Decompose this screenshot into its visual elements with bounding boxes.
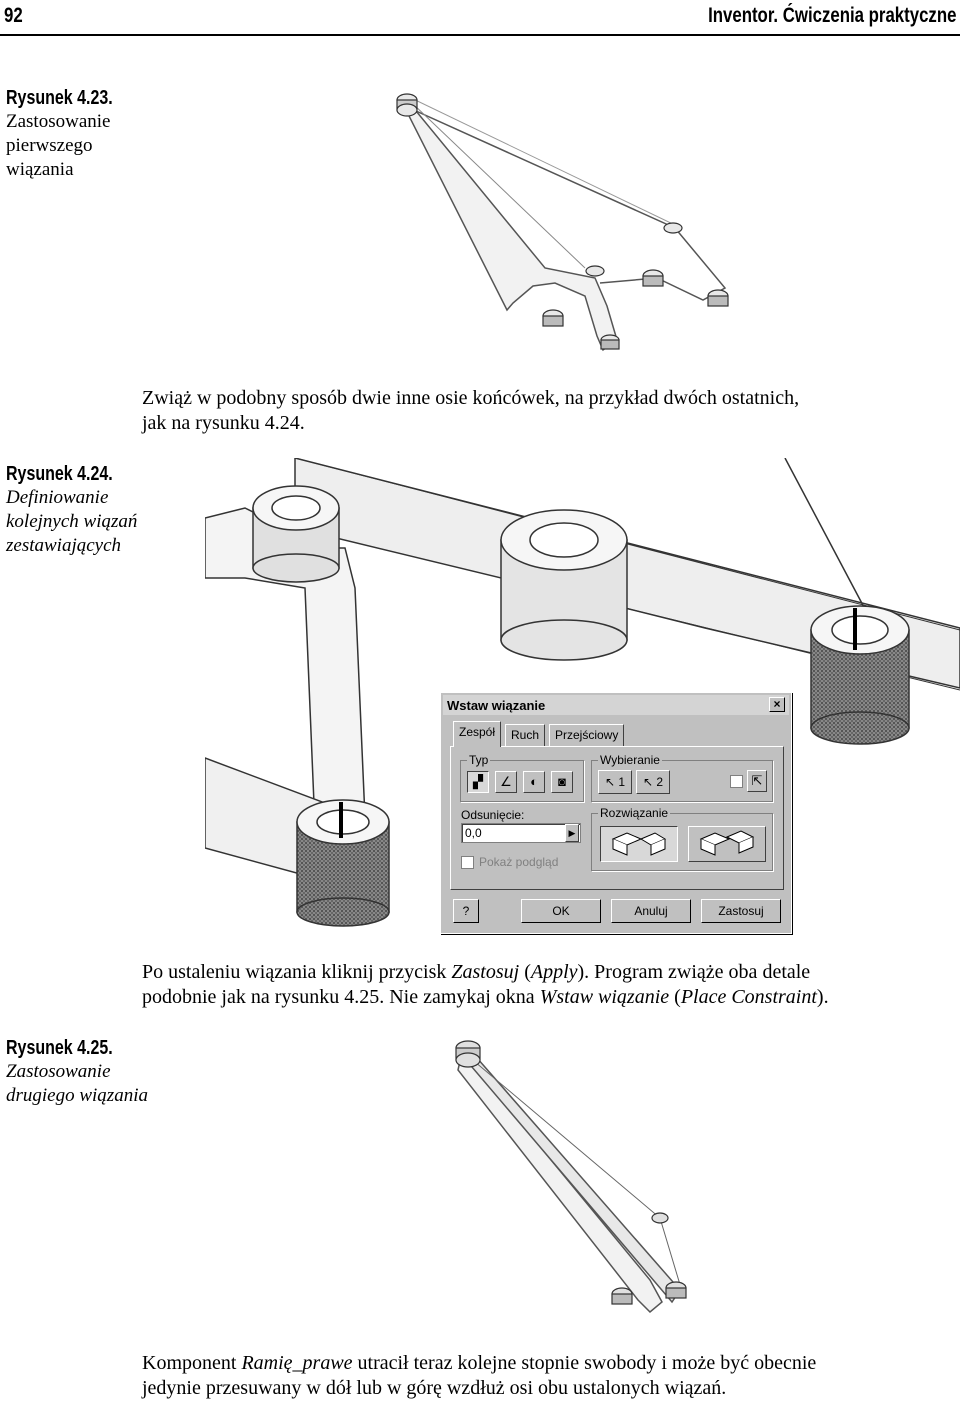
figure-title: Rysunek 4.24. <box>6 463 113 485</box>
caption-line: drugiego wiązania <box>6 1085 148 1106</box>
tab-panel: Typ ▞ ∠ ◐ ◙ Wybieranie ↖ 1 ↖ 2 ⇱ Odsunię… <box>450 746 784 890</box>
group-label: Wybieranie <box>598 753 662 767</box>
figure-title: Rysunek 4.23. <box>6 87 113 109</box>
tab-label: Ruch <box>511 728 540 742</box>
type-group: Typ ▞ ∠ ◐ ◙ <box>460 753 584 802</box>
tab-assembly[interactable]: Zespół <box>453 721 502 747</box>
select-button-label: 2 <box>656 775 664 789</box>
offset-arrow-icon[interactable]: ▶ <box>565 824 579 842</box>
caption-line: Definiowanie <box>6 487 109 508</box>
group-label: Rozwiązanie <box>598 806 671 820</box>
ok-button[interactable]: OK <box>521 899 601 923</box>
book-title: Inventor. Ćwiczenia praktyczne <box>707 4 956 27</box>
pick-part-first-checkbox[interactable] <box>730 775 743 788</box>
caption-line: Zastosowanie <box>6 111 111 132</box>
show-preview-label: Pokaż podgląd <box>479 855 559 869</box>
arrow-cursor-icon: ↖ <box>604 775 616 789</box>
page-header: 92 Inventor. Ćwiczenia praktyczne <box>0 0 960 36</box>
paragraph-2: Po ustaleniu wiązania kliknij przycisk Z… <box>142 960 829 1010</box>
tab-label: Zespół <box>459 725 496 739</box>
mate-solution-icon[interactable] <box>600 826 678 862</box>
text-line: jak na rysunku 4.24. <box>142 412 305 434</box>
select-second-button[interactable]: ↖ 2 <box>636 770 670 794</box>
arrow-cursor-icon: ↖ <box>642 775 654 789</box>
text-line: Zwiąż w podobny sposób dwie inne osie ko… <box>142 387 800 409</box>
selections-group: Wybieranie ↖ 1 ↖ 2 ⇱ <box>591 753 773 802</box>
insert-constraint-icon[interactable]: ◙ <box>551 771 573 793</box>
figure-4-23-linkage <box>396 93 729 352</box>
caption-line: zestawiających <box>6 535 122 556</box>
angle-constraint-icon[interactable]: ∠ <box>495 771 517 793</box>
select-button-label: 1 <box>618 775 626 789</box>
caption-line: pierwszego <box>6 135 93 156</box>
dialog-titlebar[interactable]: Wstaw wiązanie × <box>443 695 789 715</box>
offset-input[interactable]: 0,0 <box>461 823 581 843</box>
group-label: Typ <box>467 753 491 767</box>
dialog-title: Wstaw wiązanie <box>447 698 546 713</box>
apply-button[interactable]: Zastosuj <box>701 899 781 923</box>
figure-caption-4-24: Rysunek 4.24. Definiowanie kolejnych wią… <box>6 462 176 558</box>
figure-4-24-closeup <box>205 458 960 927</box>
cancel-button[interactable]: Anuluj <box>611 899 691 923</box>
mate-solution-glyph <box>611 832 667 856</box>
paragraph-3: Komponent Ramię_prawe utracił teraz kole… <box>142 1351 816 1401</box>
page-number: 92 <box>4 4 23 27</box>
figure-4-25-linkage <box>455 1040 687 1314</box>
text-line: podobnie jak na rysunku 4.25. Nie zamyka… <box>142 986 829 1008</box>
tab-motion[interactable]: Ruch <box>505 724 546 746</box>
text-line: Komponent Ramię_prawe utracił teraz kole… <box>142 1352 817 1374</box>
select-first-button[interactable]: ↖ 1 <box>598 770 632 794</box>
offset-value: 0,0 <box>465 826 482 840</box>
show-preview-checkbox[interactable] <box>461 856 474 869</box>
place-constraint-dialog: Wstaw wiązanie × Zespół Ruch Przejściowy… <box>440 692 792 934</box>
figure-caption-4-23: Rysunek 4.23. Zastosowanie pierwszego wi… <box>6 86 176 182</box>
flush-solution-icon[interactable] <box>688 826 766 862</box>
paragraph-1: Zwiąż w podobny sposób dwie inne osie ko… <box>142 386 799 436</box>
caption-line: kolejnych wiązań <box>6 511 138 532</box>
tab-label: Przejściowy <box>555 728 619 742</box>
flush-solution-glyph <box>699 830 755 856</box>
pin-joints <box>396 93 729 350</box>
text-line: Po ustaleniu wiązania kliknij przycisk Z… <box>142 961 811 983</box>
offset-label: Odsunięcie: <box>461 808 525 822</box>
mate-constraint-icon[interactable]: ▞ <box>467 771 489 793</box>
pick-part-icon[interactable]: ⇱ <box>747 770 767 792</box>
figure-caption-4-25: Rysunek 4.25. Zastosowanie drugiego wiąz… <box>6 1036 176 1108</box>
tab-transitional[interactable]: Przejściowy <box>549 724 625 746</box>
text-line: jedynie przesuwany w dół lub w górę wzdł… <box>142 1377 727 1399</box>
help-button[interactable]: ? <box>453 899 479 923</box>
tangent-constraint-icon[interactable]: ◐ <box>523 771 545 793</box>
solution-group: Rozwiązanie <box>591 806 773 871</box>
figure-title: Rysunek 4.25. <box>6 1037 113 1059</box>
caption-line: Zastosowanie <box>6 1061 111 1082</box>
caption-line: wiązania <box>6 159 74 180</box>
close-button[interactable]: × <box>769 697 785 712</box>
